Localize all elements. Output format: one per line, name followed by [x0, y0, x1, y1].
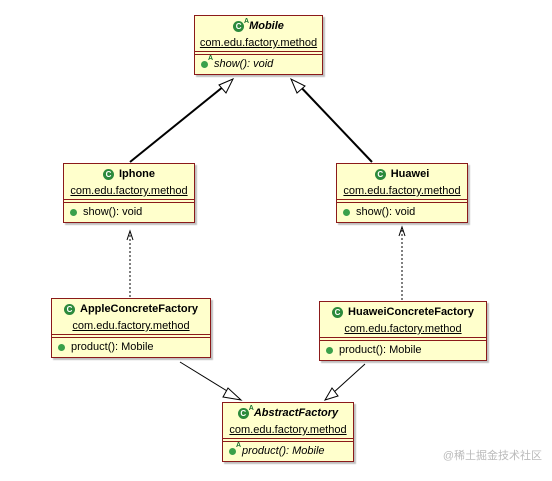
class-name-row: C Iphone — [64, 164, 194, 184]
inheritance-arrowhead — [218, 78, 235, 94]
attributes-compartment — [320, 338, 486, 341]
operation-row: product(): Mobile — [52, 338, 210, 357]
operation-signature: show(): void — [214, 58, 274, 70]
class-name: AbstractFactory — [253, 407, 339, 419]
class-header: C Huawei com.edu.factory.method — [337, 164, 467, 200]
operation-signature: product(): Mobile — [71, 341, 154, 353]
class-name: Mobile — [249, 20, 284, 32]
operation-signature: product(): Mobile — [339, 344, 422, 356]
public-method-icon — [70, 208, 77, 216]
attributes-compartment — [223, 439, 353, 442]
package-name: com.edu.factory.method — [72, 320, 190, 332]
public-method-icon — [58, 343, 65, 351]
operation-row: show(): void — [64, 203, 194, 222]
attributes-compartment — [337, 200, 467, 203]
abstract-marker-icon: A — [244, 17, 250, 25]
dependency-arrowhead — [398, 225, 406, 237]
class-name: HuaweiConcreteFactory — [348, 306, 474, 318]
operation-row: A product(): Mobile — [223, 442, 353, 461]
class-c-icon: C — [374, 168, 386, 180]
dependency-arrowhead — [126, 229, 134, 241]
public-method-icon: A — [229, 442, 241, 455]
public-method-icon: A — [201, 55, 213, 68]
operation-signature: show(): void — [356, 206, 416, 218]
class-header: C HuaweiConcreteFactory com.edu.factory.… — [320, 302, 486, 338]
operation-row: show(): void — [337, 203, 467, 222]
public-method-icon — [326, 346, 333, 354]
class-name: Huawei — [390, 168, 430, 180]
attributes-compartment — [52, 335, 210, 338]
class-header: C AppleConcreteFactory com.edu.factory.m… — [52, 299, 210, 335]
iphone-to-mobile-inheritance — [129, 81, 230, 163]
class-c-icon: C — [64, 303, 75, 315]
class-name: AppleConcreteFactory — [80, 303, 198, 315]
class-box-iphone[interactable]: C Iphone com.edu.factory.method show(): … — [63, 163, 195, 223]
class-box-huawei[interactable]: C Huawei com.edu.factory.method show(): … — [336, 163, 468, 223]
class-c-icon: C — [102, 168, 114, 180]
class-box-huawei-concrete-factory[interactable]: C HuaweiConcreteFactory com.edu.factory.… — [319, 301, 487, 361]
operation-row: A show(): void — [195, 55, 322, 74]
apple-factory-to-abstract-factory-inheritance — [179, 361, 233, 395]
inheritance-arrowhead — [222, 387, 243, 401]
huawei-to-mobile-inheritance — [295, 81, 373, 163]
class-box-apple-concrete-factory[interactable]: C AppleConcreteFactory com.edu.factory.m… — [51, 298, 211, 358]
class-name-row: C HuaweiConcreteFactory — [320, 302, 486, 322]
watermark-text: @稀土掘金技术社区 — [442, 450, 542, 462]
inheritance-arrowhead — [290, 77, 306, 94]
operation-signature: product(): Mobile — [242, 445, 325, 457]
package-name: com.edu.factory.method — [343, 185, 461, 197]
public-method-icon — [343, 208, 350, 216]
class-name-row: C Huawei — [337, 164, 467, 184]
abstract-marker-icon: A — [248, 404, 254, 412]
abstract-marker-icon: A — [235, 441, 241, 449]
class-c-icon: C — [332, 306, 344, 318]
attributes-compartment — [195, 52, 322, 55]
package-name: com.edu.factory.method — [229, 424, 347, 436]
class-header: C Iphone com.edu.factory.method — [64, 164, 194, 200]
class-name-row: C AppleConcreteFactory — [52, 299, 210, 319]
abstract-marker-icon: A — [207, 54, 213, 62]
package-name: com.edu.factory.method — [199, 37, 318, 49]
operation-row: product(): Mobile — [320, 341, 486, 360]
package-name: com.edu.factory.method — [344, 323, 462, 335]
class-name: Iphone — [118, 168, 156, 180]
huawei-factory-to-abstract-factory-inheritance — [332, 363, 366, 394]
attributes-compartment — [64, 200, 194, 203]
package-name: com.edu.factory.method — [70, 185, 188, 197]
operation-signature: show(): void — [83, 206, 143, 218]
inheritance-arrowhead — [323, 387, 339, 401]
